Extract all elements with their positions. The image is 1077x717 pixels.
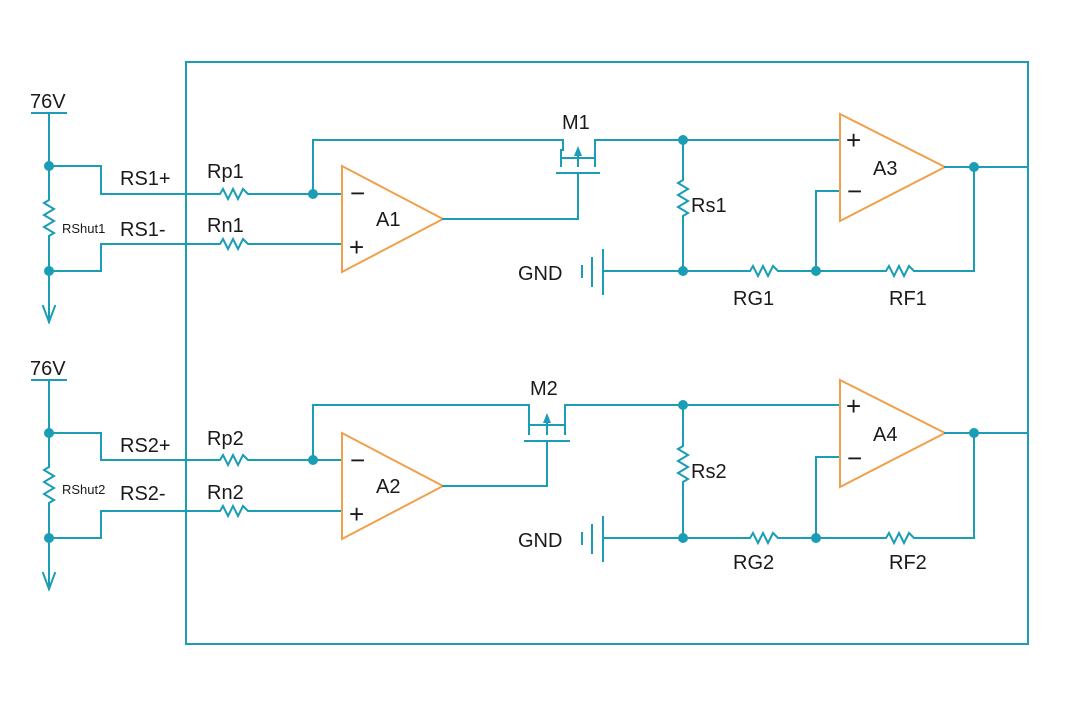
rs2-resistor <box>676 404 841 539</box>
rs1-minus-wire <box>48 236 343 272</box>
supply-label-top: 76V <box>30 91 66 113</box>
opamp-a4-plus: + <box>846 391 861 421</box>
ground-icon <box>581 249 604 295</box>
rs1-plus-label: RS1+ <box>120 168 171 190</box>
chip-outline <box>185 61 1029 645</box>
rf2-label: RF2 <box>889 552 927 574</box>
arrow-down-icon <box>41 571 57 592</box>
rf1-label: RF1 <box>889 288 927 310</box>
opamp-a3-minus: − <box>847 176 862 206</box>
opamp-a1 <box>341 164 446 274</box>
opamp-a2-label: A2 <box>376 476 400 498</box>
ground-icon <box>581 516 604 562</box>
opamp-a2-plus: + <box>349 499 364 529</box>
opamp-a4 <box>839 378 948 489</box>
shunt-label-bottom: RShut2 <box>62 482 105 497</box>
rg2-label: RG2 <box>733 552 774 574</box>
arrow-down-icon <box>41 304 57 325</box>
m1-label: M1 <box>562 112 590 134</box>
a1-output-wire <box>442 172 579 220</box>
opamp-a1-label: A1 <box>376 209 400 231</box>
a2-output-wire <box>442 440 548 487</box>
opamp-a4-label: A4 <box>873 424 897 446</box>
rp2-label: Rp2 <box>207 428 244 450</box>
supply-label-bottom: 76V <box>30 358 66 380</box>
rp1-label: Rp1 <box>207 161 244 183</box>
rs1-plus-wire <box>48 165 343 202</box>
junction-dot <box>678 533 688 543</box>
opamp-a3-label: A3 <box>873 158 897 180</box>
opamp-a3 <box>839 112 948 223</box>
opamp-a2 <box>341 431 446 541</box>
gnd-rail-top <box>602 166 975 279</box>
mosfet-m1 <box>556 139 684 174</box>
junction-dot <box>969 162 979 172</box>
rs2-label: Rs2 <box>691 461 727 483</box>
shunt-rail-top <box>42 112 56 323</box>
rs2-plus-wire <box>48 432 343 468</box>
rg1-label: RG1 <box>733 288 774 310</box>
shunt-rail-bottom <box>42 379 56 590</box>
opamp-a4-minus: − <box>847 443 862 473</box>
mosfet-m2 <box>524 404 684 442</box>
junction-dot <box>678 266 688 276</box>
rn1-label: Rn1 <box>207 215 244 237</box>
gnd-label-top: GND <box>518 263 562 285</box>
rn2-label: Rn2 <box>207 482 244 504</box>
shunt-label-top: RShut1 <box>62 221 105 236</box>
rs2-minus-label: RS2- <box>120 483 166 505</box>
a4-minus-wire <box>815 456 841 539</box>
junction-dot <box>969 428 979 438</box>
rs2-plus-label: RS2+ <box>120 435 171 457</box>
rs2-minus-wire <box>48 503 343 539</box>
opamp-a3-plus: + <box>846 125 861 155</box>
rs1-minus-label: RS1- <box>120 219 166 241</box>
m2-label: M2 <box>530 378 558 400</box>
opamp-a2-minus: − <box>350 445 365 475</box>
gnd-rail-bottom <box>602 432 975 546</box>
channel-2: 76V RShut2 RS2+ Rp2 RS2- Rn2 − + A2 M2 <box>30 358 1029 592</box>
m2-source-wire <box>312 404 530 461</box>
gnd-label-bottom: GND <box>518 530 562 552</box>
a3-minus-wire <box>815 190 841 272</box>
rs1-resistor <box>676 139 841 272</box>
opamp-a1-plus: + <box>349 232 364 262</box>
m1-source-wire <box>312 139 564 195</box>
opamp-a1-minus: − <box>350 178 365 208</box>
channel-1: 76V RShut1 RS1+ Rp1 RS1- Rn1 − + A1 <box>30 91 1029 325</box>
rs1-label: Rs1 <box>691 195 727 217</box>
